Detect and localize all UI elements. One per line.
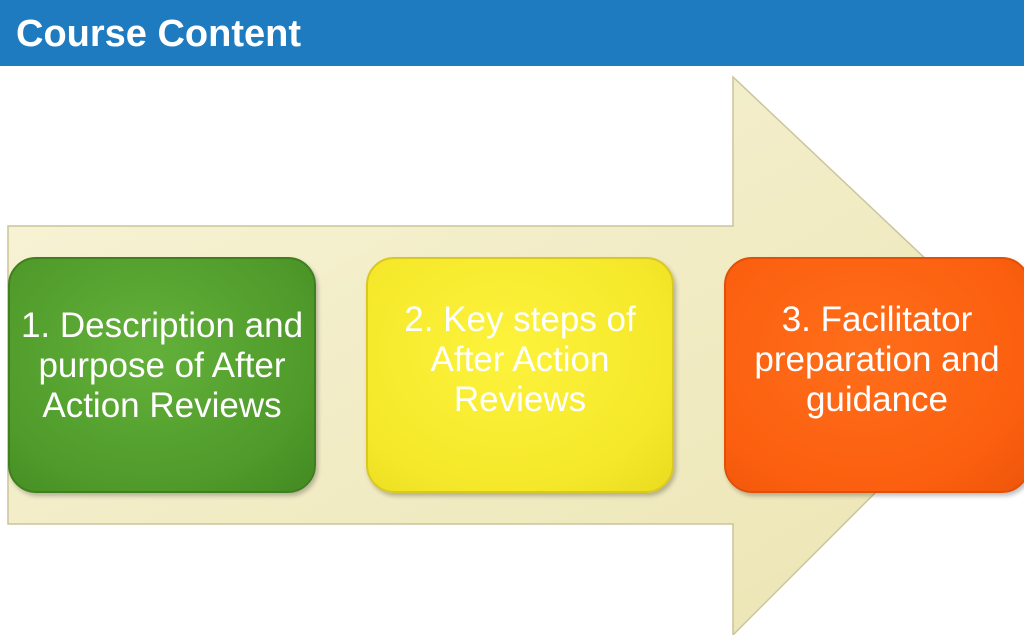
slide-title: Course Content — [16, 13, 301, 55]
step-3-box: 3. Facilitator preparation and guidance — [724, 257, 1024, 493]
step-2-label: 2. Key steps of After Action Reviews — [404, 300, 636, 419]
step-3-label: 3. Facilitator preparation and guidance — [754, 300, 1000, 419]
step-1-label: 1. Description and purpose of After Acti… — [20, 306, 304, 425]
title-bar: Course Content — [0, 0, 1024, 66]
step-2-box: 2. Key steps of After Action Reviews — [366, 257, 674, 493]
step-1-box: 1. Description and purpose of After Acti… — [8, 257, 316, 493]
